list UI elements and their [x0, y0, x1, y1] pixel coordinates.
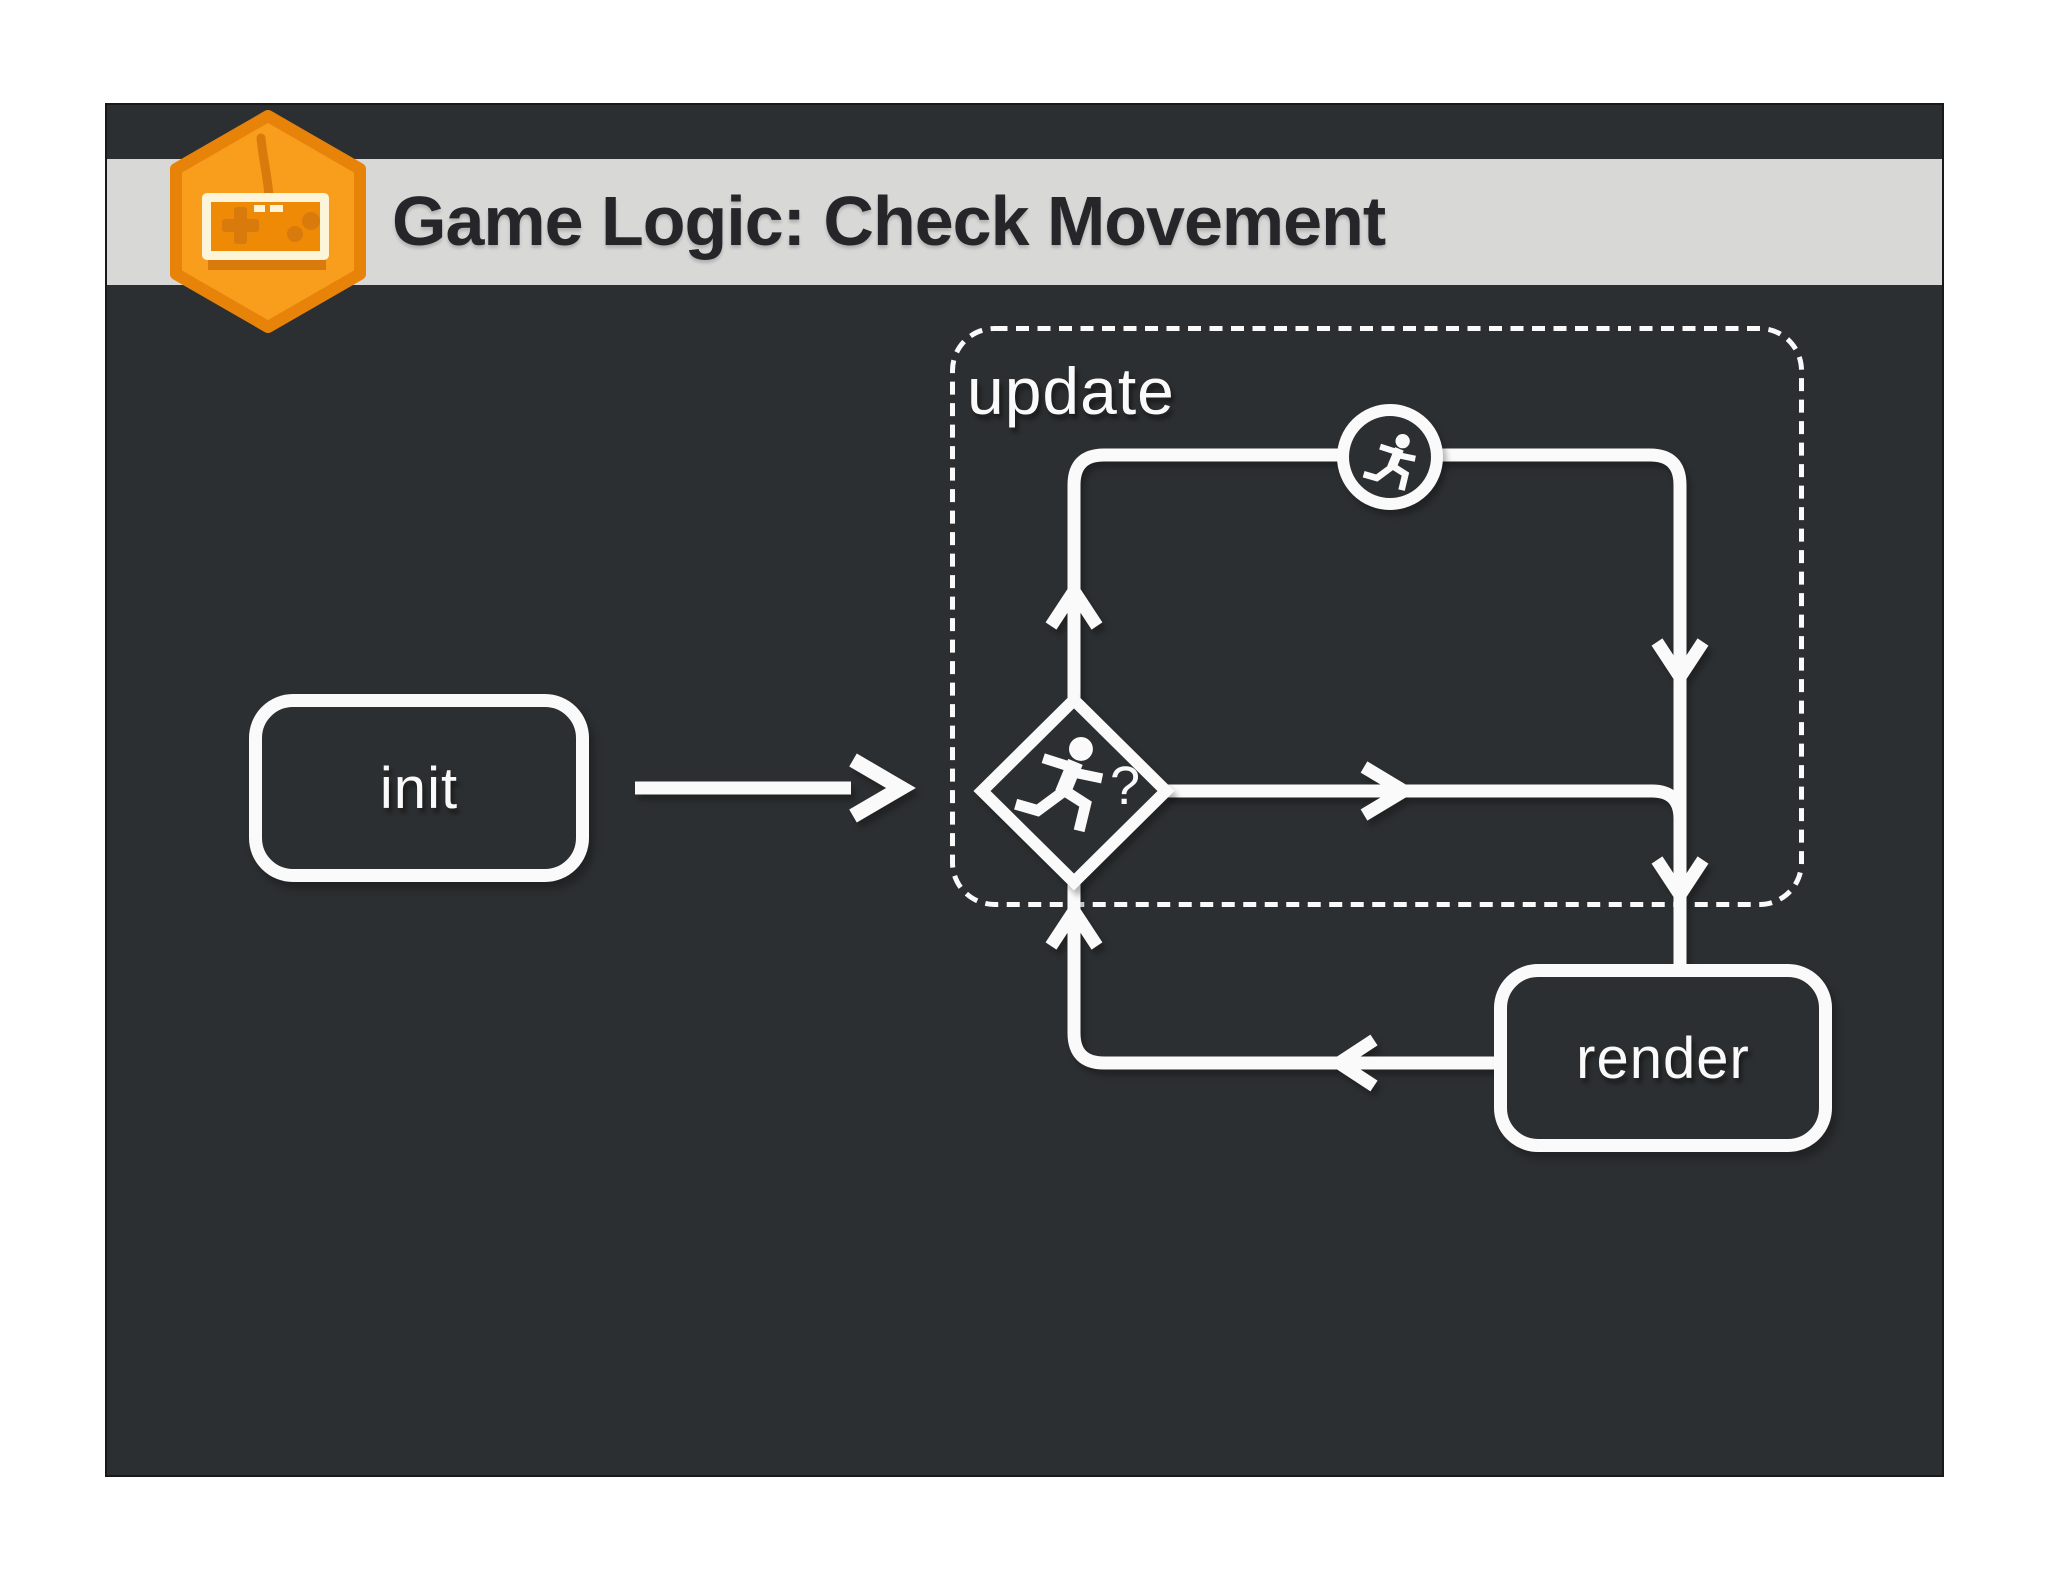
render-label: render	[1576, 1025, 1750, 1091]
page-title: Game Logic: Check Movement	[392, 182, 1386, 260]
arrowhead-up-loop	[1045, 579, 1103, 630]
dpad-vertical	[234, 207, 247, 244]
loop-marker-circle	[1337, 404, 1443, 510]
arrowhead-up-into-decision	[1045, 899, 1103, 950]
flowchart-canvas	[635, 326, 1804, 1092]
header-bar	[107, 159, 1942, 285]
edge-render-back-to-decision	[1067, 880, 1497, 1070]
controller-dash-2	[270, 205, 283, 212]
arrowhead-right-init	[849, 753, 916, 823]
edge-loop-up-over-down	[1067, 448, 1687, 965]
node-render: render	[1494, 964, 1832, 1152]
edge-decision-right	[1164, 784, 1687, 820]
controller-cord	[256, 133, 274, 201]
controller-shadow	[208, 258, 326, 270]
decision-question-mark: ?	[1109, 756, 1141, 816]
arrowhead-down-upper	[1651, 638, 1709, 689]
arrowhead-left-bottom	[1327, 1034, 1378, 1092]
node-init: init	[249, 694, 589, 882]
game-controller-icon	[170, 110, 366, 333]
init-label: init	[379, 755, 459, 821]
arrowhead-down-lower	[1651, 856, 1709, 907]
update-group-border	[950, 326, 1804, 907]
slide: Game Logic: Check Movement update init r…	[105, 103, 1944, 1477]
controller-button-2	[302, 212, 320, 230]
arrowhead-right-decision	[1360, 761, 1417, 821]
controller-dash-1	[254, 205, 265, 212]
controller-button-1	[287, 226, 303, 242]
update-group-label: update	[967, 354, 1175, 428]
